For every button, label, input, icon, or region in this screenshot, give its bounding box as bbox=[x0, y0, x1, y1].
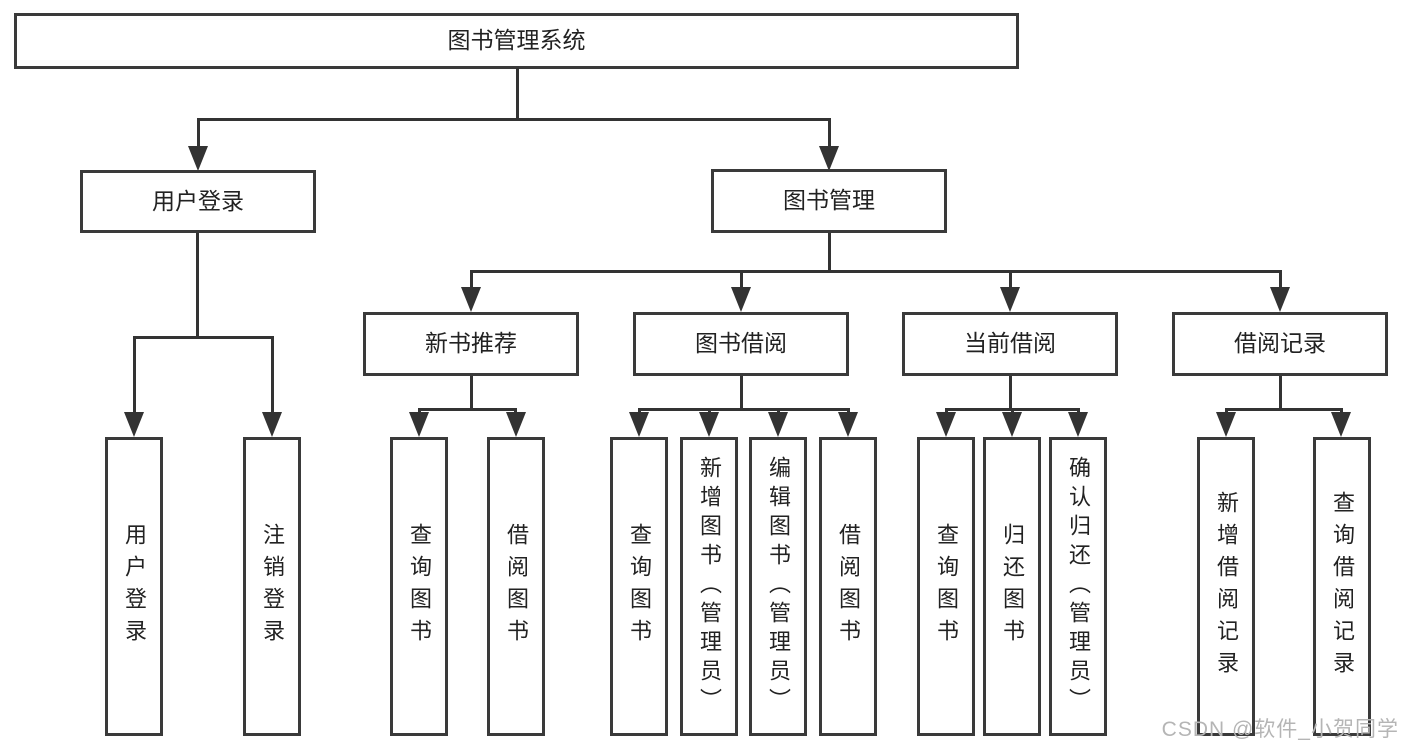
arrow-down-icon bbox=[768, 412, 788, 437]
arrow-down-icon bbox=[1270, 287, 1290, 312]
leaf-return-books: 归还图书 bbox=[983, 437, 1041, 736]
arrow-down-icon bbox=[409, 412, 429, 437]
leaf-logout: 注销登录 bbox=[243, 437, 301, 736]
arrow-down-icon bbox=[819, 146, 839, 171]
connector-line bbox=[828, 118, 831, 150]
connector-line bbox=[418, 408, 517, 411]
arrow-down-icon bbox=[1331, 412, 1351, 437]
arrow-down-icon bbox=[838, 412, 858, 437]
connector-line bbox=[638, 408, 848, 411]
arrow-down-icon bbox=[936, 412, 956, 437]
arrow-down-icon bbox=[188, 146, 208, 171]
connector-line bbox=[828, 233, 831, 272]
arrow-down-icon bbox=[1068, 412, 1088, 437]
connector-line bbox=[740, 376, 743, 408]
connector-line bbox=[271, 336, 274, 416]
connector-line bbox=[133, 336, 274, 339]
leaf-borrow-books-recommend: 借阅图书 bbox=[487, 437, 545, 736]
arrow-down-icon bbox=[461, 287, 481, 312]
connector-line bbox=[516, 68, 519, 120]
leaf-add-borrow-record: 新增借阅记录 bbox=[1197, 437, 1255, 736]
leaf-query-books-recommend: 查询图书 bbox=[390, 437, 448, 736]
node-book-borrowing: 图书借阅 bbox=[633, 312, 849, 376]
leaf-query-borrow-record: 查询借阅记录 bbox=[1313, 437, 1371, 736]
connector-line bbox=[197, 118, 831, 121]
arrow-down-icon bbox=[262, 412, 282, 437]
watermark-text: CSDN @软件_小贺同学 bbox=[1161, 718, 1399, 741]
leaf-confirm-return-admin: 确认归还（管理员） bbox=[1049, 437, 1107, 736]
arrow-down-icon bbox=[1216, 412, 1236, 437]
arrow-down-icon bbox=[506, 412, 526, 437]
connector-line bbox=[1225, 408, 1342, 411]
arrow-down-icon bbox=[731, 287, 751, 312]
leaf-edit-book-admin: 编辑图书（管理员） bbox=[749, 437, 807, 736]
node-library-management-system: 图书管理系统 bbox=[14, 13, 1019, 69]
connector-line bbox=[740, 270, 743, 290]
node-user-login: 用户登录 bbox=[80, 170, 316, 233]
node-new-book-recommendation: 新书推荐 bbox=[363, 312, 579, 376]
connector-line bbox=[1009, 376, 1012, 408]
connector-line bbox=[196, 233, 199, 338]
connector-line bbox=[470, 270, 1281, 273]
arrow-down-icon bbox=[1000, 287, 1020, 312]
connector-line bbox=[1009, 270, 1012, 290]
arrow-down-icon bbox=[124, 412, 144, 437]
connector-line bbox=[197, 118, 200, 150]
node-borrowing-records: 借阅记录 bbox=[1172, 312, 1388, 376]
connector-line bbox=[470, 270, 473, 290]
connector-line bbox=[133, 336, 136, 416]
arrow-down-icon bbox=[1002, 412, 1022, 437]
leaf-borrow-books-borrowing: 借阅图书 bbox=[819, 437, 877, 736]
arrow-down-icon bbox=[629, 412, 649, 437]
connector-line bbox=[1279, 376, 1282, 408]
connector-line bbox=[1279, 270, 1282, 290]
node-book-management: 图书管理 bbox=[711, 169, 947, 233]
node-current-borrowing: 当前借阅 bbox=[902, 312, 1118, 376]
arrow-down-icon bbox=[699, 412, 719, 437]
connector-line bbox=[470, 376, 473, 408]
leaf-add-book-admin: 新增图书（管理员） bbox=[680, 437, 738, 736]
leaf-user-login: 用户登录 bbox=[105, 437, 163, 736]
leaf-query-books-current: 查询图书 bbox=[917, 437, 975, 736]
leaf-query-books-borrowing: 查询图书 bbox=[610, 437, 668, 736]
